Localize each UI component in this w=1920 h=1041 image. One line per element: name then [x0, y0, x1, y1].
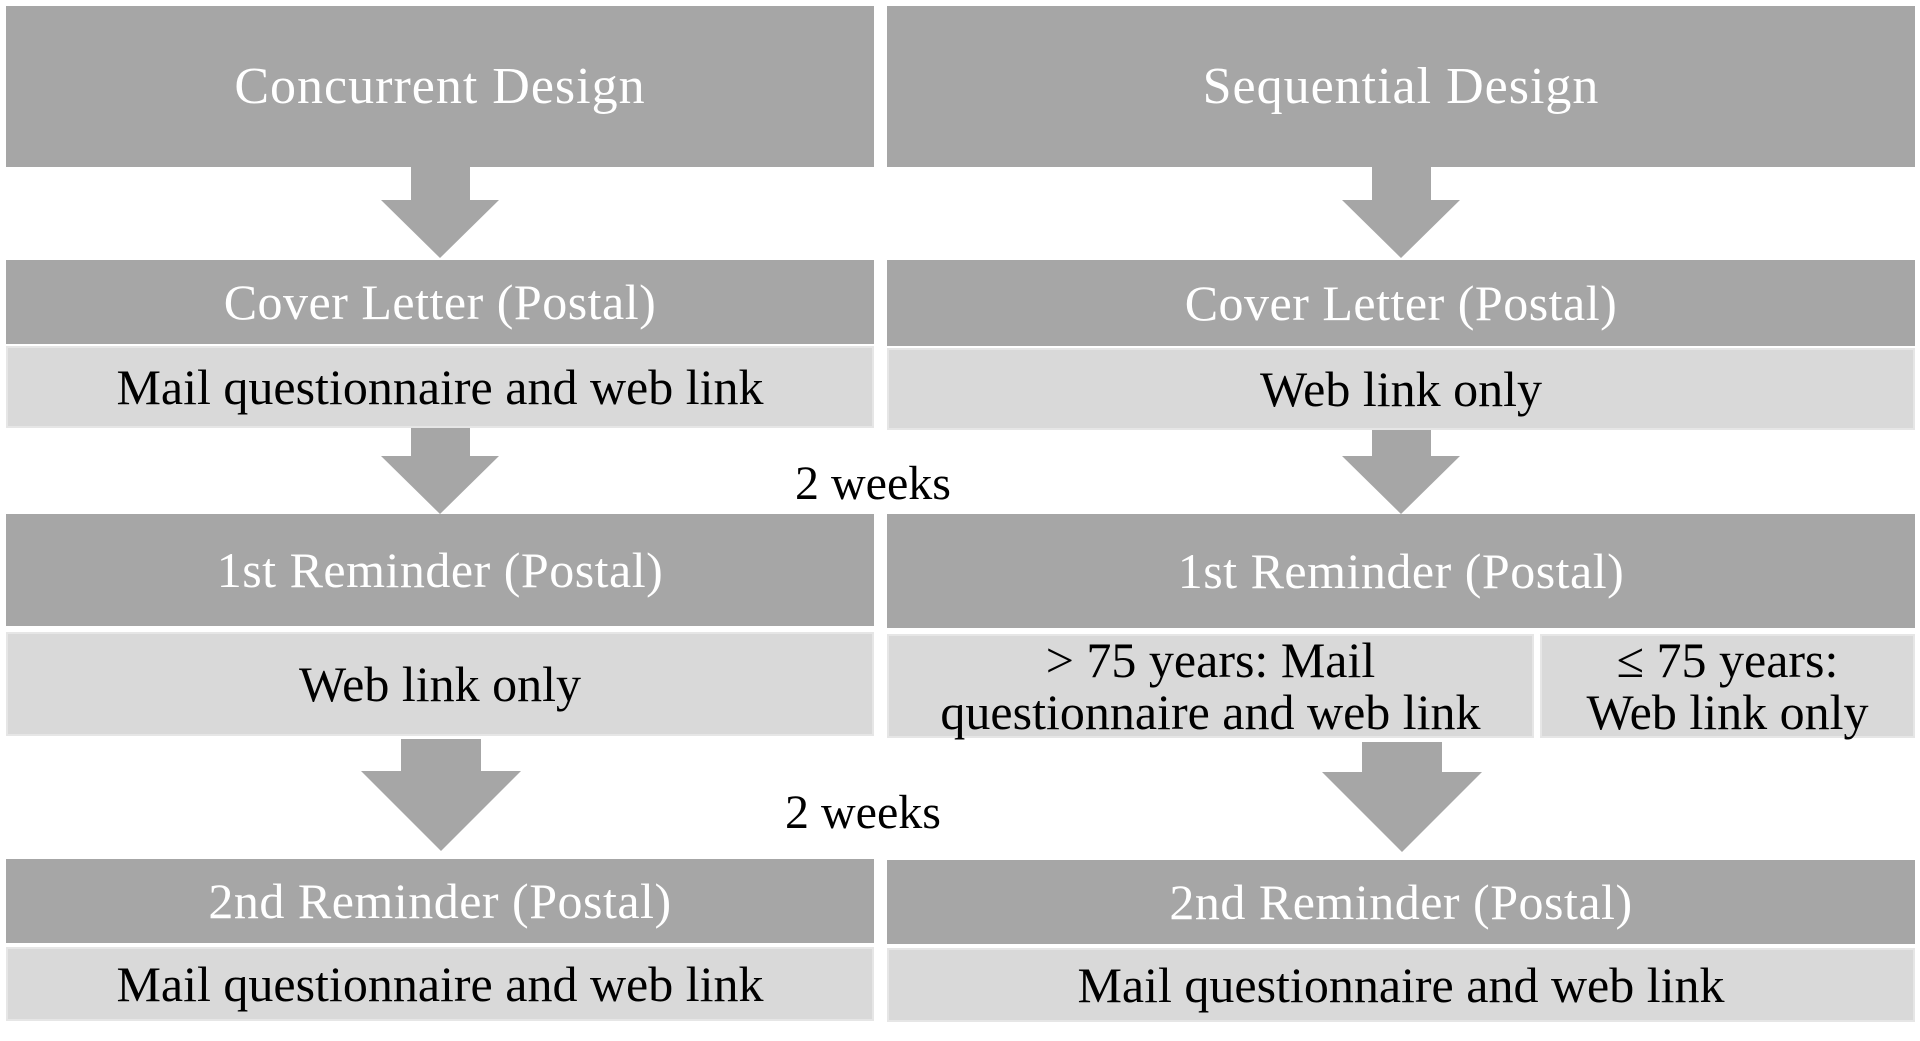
concurrent-cover-letter: Cover Letter (Postal)	[6, 260, 874, 344]
sequential-reminder1-over75-line1: > 75 years: Mail	[1045, 632, 1376, 688]
sequential-cover-content: Web link only	[887, 348, 1915, 430]
sequential-reminder1-text: 1st Reminder (Postal)	[1177, 543, 1625, 599]
sequential-reminder1-under75-line2: Web link only	[1586, 684, 1869, 740]
arrow-down-icon	[361, 739, 521, 851]
sequential-reminder2-content: Mail questionnaire and web link	[887, 948, 1915, 1022]
concurrent-cover-content: Mail questionnaire and web link	[6, 346, 874, 428]
concurrent-reminder2-content: Mail questionnaire and web link	[6, 947, 874, 1021]
concurrent-design-title: Concurrent Design	[6, 6, 874, 167]
concurrent-cover-letter-text: Cover Letter (Postal)	[223, 274, 657, 330]
concurrent-cover-content-text: Mail questionnaire and web link	[116, 359, 764, 415]
arrow-down-icon	[1342, 428, 1460, 514]
concurrent-reminder2-text: 2nd Reminder (Postal)	[208, 873, 672, 929]
sequential-reminder1: 1st Reminder (Postal)	[887, 514, 1915, 628]
concurrent-reminder1-content-text: Web link only	[298, 656, 582, 712]
sequential-reminder1-over75-line2: questionnaire and web link	[940, 684, 1481, 740]
sequential-reminder2-text: 2nd Reminder (Postal)	[1169, 874, 1633, 930]
sequential-reminder2: 2nd Reminder (Postal)	[887, 860, 1915, 944]
sequential-reminder1-under75-line1: ≤ 75 years:	[1616, 632, 1839, 688]
arrow-down-icon	[1322, 742, 1482, 852]
sequential-cover-content-text: Web link only	[1259, 361, 1543, 417]
sequential-design-title-text: Sequential Design	[1202, 58, 1600, 115]
concurrent-design-title-text: Concurrent Design	[234, 58, 646, 115]
sequential-design-title: Sequential Design	[887, 6, 1915, 167]
sequential-reminder1-over75: > 75 years: Mail questionnaire and web l…	[887, 634, 1534, 738]
interval-label-second: 2 weeks	[785, 786, 941, 839]
concurrent-reminder1: 1st Reminder (Postal)	[6, 514, 874, 626]
concurrent-reminder2-content-text: Mail questionnaire and web link	[116, 956, 764, 1012]
concurrent-reminder1-text: 1st Reminder (Postal)	[216, 542, 664, 598]
sequential-cover-letter-text: Cover Letter (Postal)	[1184, 275, 1618, 331]
sequential-reminder1-under75: ≤ 75 years: Web link only	[1540, 634, 1915, 738]
arrow-down-icon	[1342, 167, 1460, 258]
arrow-down-icon	[381, 167, 499, 258]
sequential-cover-letter: Cover Letter (Postal)	[887, 260, 1915, 346]
interval-label-first: 2 weeks	[795, 457, 951, 510]
concurrent-reminder1-content: Web link only	[6, 632, 874, 736]
concurrent-reminder2: 2nd Reminder (Postal)	[6, 859, 874, 943]
arrow-down-icon	[381, 428, 499, 514]
sequential-reminder2-content-text: Mail questionnaire and web link	[1077, 957, 1725, 1013]
